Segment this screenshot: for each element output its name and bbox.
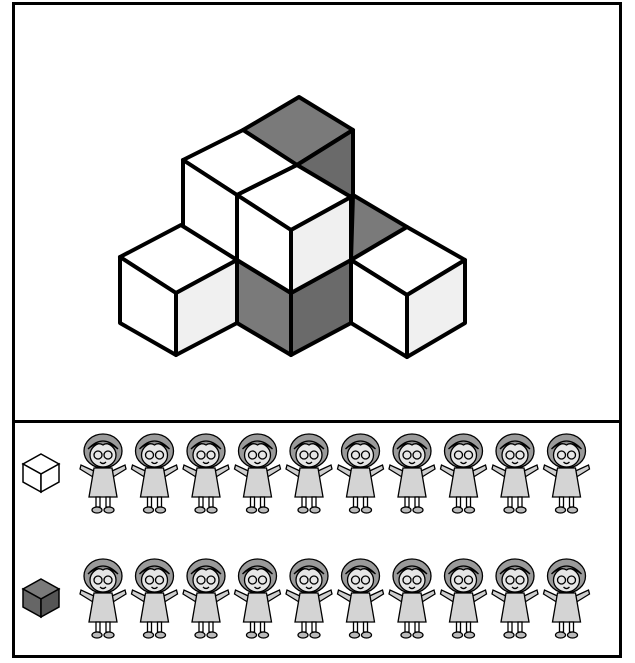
girl-figure-icon <box>286 434 332 513</box>
girl-figure-icon <box>235 559 281 638</box>
girl-figures-white <box>77 431 607 521</box>
girl-figure-icon <box>492 559 538 638</box>
girl-figure-icon <box>544 434 590 513</box>
girl-figure-icon <box>338 434 384 513</box>
girl-figure-icon <box>132 434 178 513</box>
girl-figure-icon <box>441 559 487 638</box>
legend-row-grey <box>15 556 619 646</box>
girl-figure-icon <box>183 559 229 638</box>
girl-figure-icon <box>80 434 126 513</box>
girl-figure-icon <box>441 434 487 513</box>
grey-cube-icon <box>19 576 63 620</box>
girl-figure-icon <box>183 434 229 513</box>
cube-structure <box>15 5 619 420</box>
figure-frame <box>12 2 622 658</box>
cube-structure-panel <box>15 5 619 423</box>
legend-panel <box>15 423 619 655</box>
girl-figure-icon <box>492 434 538 513</box>
girl-figure-icon <box>338 559 384 638</box>
girl-figure-icon <box>80 559 126 638</box>
girl-figure-icon <box>235 434 281 513</box>
girl-figures-grey <box>77 556 607 646</box>
legend-row-white <box>15 431 619 521</box>
white-cube-icon <box>19 451 63 495</box>
girl-figure-icon <box>132 559 178 638</box>
girl-figure-icon <box>389 559 435 638</box>
girl-figure-icon <box>286 559 332 638</box>
girl-figure-icon <box>389 434 435 513</box>
girl-figure-icon <box>544 559 590 638</box>
